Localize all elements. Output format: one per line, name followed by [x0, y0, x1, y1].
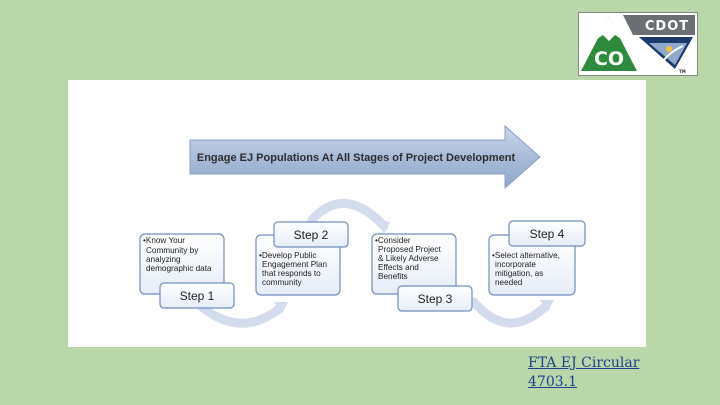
link-line-2[interactable]: 4703.1	[528, 374, 577, 390]
step-3-header	[397, 285, 473, 312]
logo-trademark: TM	[679, 69, 686, 74]
link-line-1[interactable]: FTA EJ Circular	[528, 355, 640, 371]
mountain-snow	[597, 17, 621, 41]
step-2-text: •Develop Public Engagement Plan that res…	[259, 251, 329, 287]
step-3-title: Step 3	[418, 292, 453, 306]
process-diagram: Engage EJ Populations At All Stages of P…	[68, 80, 646, 347]
step-1-text: •Know Your Community by analyzing demogr…	[143, 236, 212, 273]
logo-state-text: CO	[594, 48, 624, 70]
step-4-text: •Select alternative, incorporate mitigat…	[492, 251, 562, 287]
step-2-header	[273, 221, 349, 248]
step-1-header	[159, 282, 235, 309]
banner-arrow	[189, 124, 541, 190]
curve-arrow-2	[307, 199, 389, 231]
fta-circular-link[interactable]: FTA EJ Circular 4703.1	[528, 354, 678, 392]
logo-sun-icon	[666, 46, 672, 52]
curve-arrow-3-head	[540, 300, 554, 312]
logo-band	[623, 15, 695, 35]
curve-arrow-3	[469, 297, 551, 328]
banner-text: Engage EJ Populations At All Stages of P…	[197, 152, 516, 164]
step-2-title: Step 2	[294, 228, 329, 242]
curve-arrow-2-head	[376, 220, 390, 234]
step-4-header	[508, 220, 586, 247]
step-1-title: Step 1	[180, 289, 215, 303]
logo-road	[662, 45, 684, 62]
logo-agency-text: CDOT	[645, 19, 689, 34]
mountain-triangle	[581, 17, 637, 71]
curve-arrow-1-head	[274, 302, 288, 314]
step-3-text: •Consider Proposed Project & Likely Adve…	[375, 236, 443, 281]
step-4-title: Step 4	[530, 227, 565, 241]
cdot-logo: CO CDOT TM	[578, 12, 698, 76]
